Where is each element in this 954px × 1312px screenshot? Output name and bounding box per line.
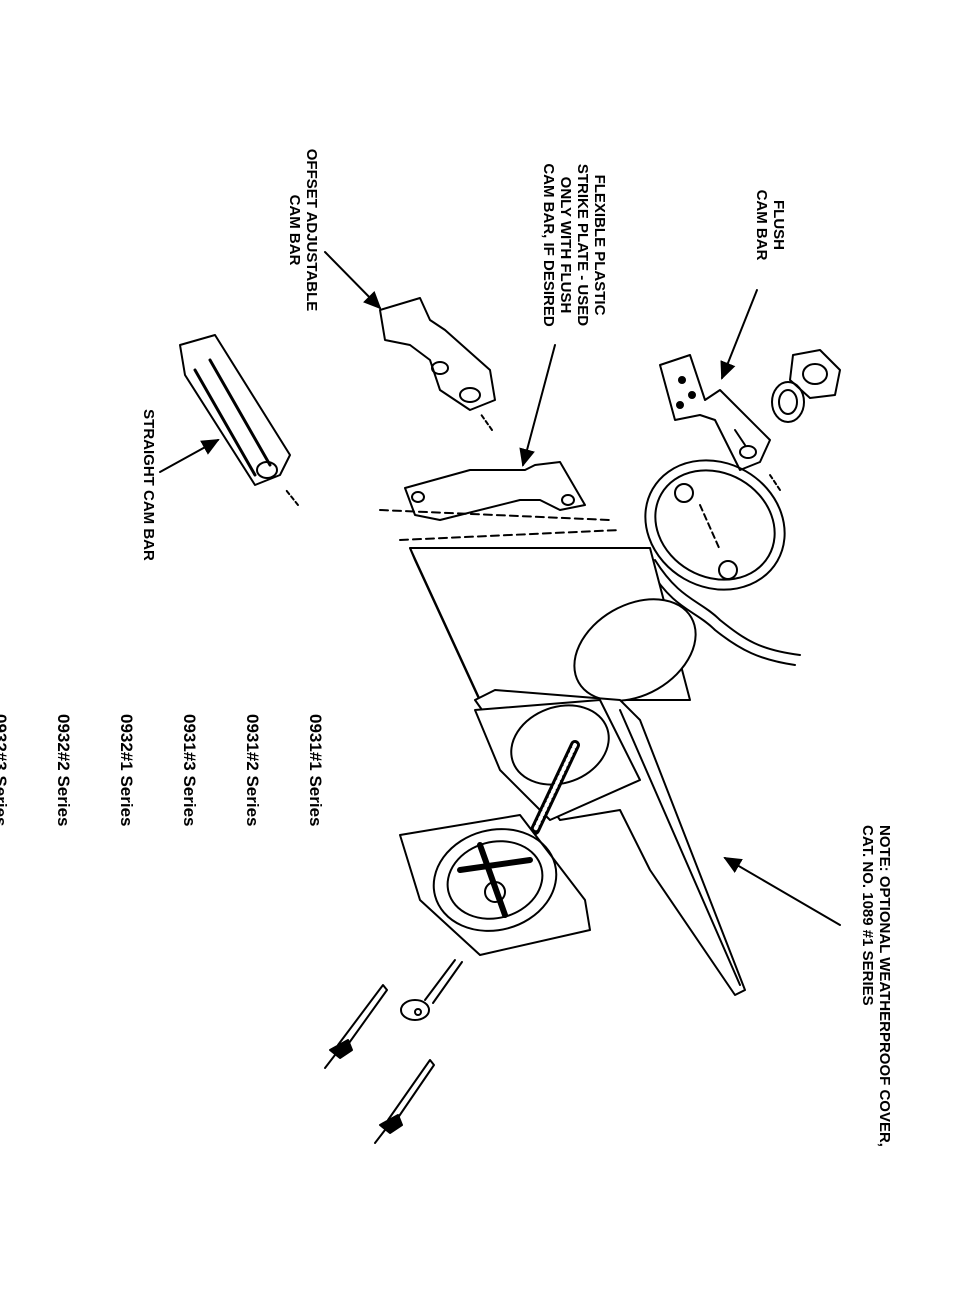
mounting-ring [644, 459, 786, 591]
straight-cam-bar [179, 334, 291, 486]
lock-body [399, 814, 591, 956]
strike-plate-leader [519, 344, 556, 467]
gasket-disc [573, 598, 697, 702]
key [400, 959, 463, 1021]
screw-upper [324, 984, 388, 1069]
flexible-strike-plate-label: FLEXIBLE PLASTIC STRIKE PLATE - USED ONL… [540, 163, 608, 327]
series-item: 0932#1 Series [117, 714, 136, 827]
flexible-strike-plate [379, 461, 621, 541]
lock-washer [771, 381, 805, 423]
straight-cam-bar-label: STRAIGHT CAM BAR [140, 409, 157, 561]
weatherproof-cover-leader [723, 856, 841, 926]
offset-cam-bar-label: OFFSET ADJUSTABLE CAM BAR [286, 148, 320, 312]
series-item: 0931#1 Series [306, 714, 325, 827]
flush-cam-bar [659, 354, 771, 471]
series-item: 0932#2 Series [54, 714, 73, 827]
series-list: 0931#1 Series 0931#2 Series 0931#3 Serie… [0, 714, 368, 894]
cover-cable [654, 559, 801, 656]
series-item: 0932#3 Series [0, 714, 10, 827]
offset-cam-bar-leader [324, 251, 382, 310]
series-item: 0931#2 Series [243, 714, 262, 827]
flush-cam-bar-leader [720, 289, 758, 380]
hex-nut [789, 349, 841, 399]
threaded-stem [530, 740, 580, 835]
offset-cam-bar [379, 297, 496, 411]
flush-cam-bar-label: FLUSH CAM BAR [753, 189, 787, 261]
straight-cam-bar-leader [159, 439, 220, 473]
weatherproof-note: NOTE: OPTIONAL WEATHERPROOF COVER, CAT. … [859, 825, 893, 1147]
flange-gasket [474, 699, 641, 821]
series-item: 0931#3 Series [180, 714, 199, 827]
screw-lower [374, 1059, 435, 1144]
